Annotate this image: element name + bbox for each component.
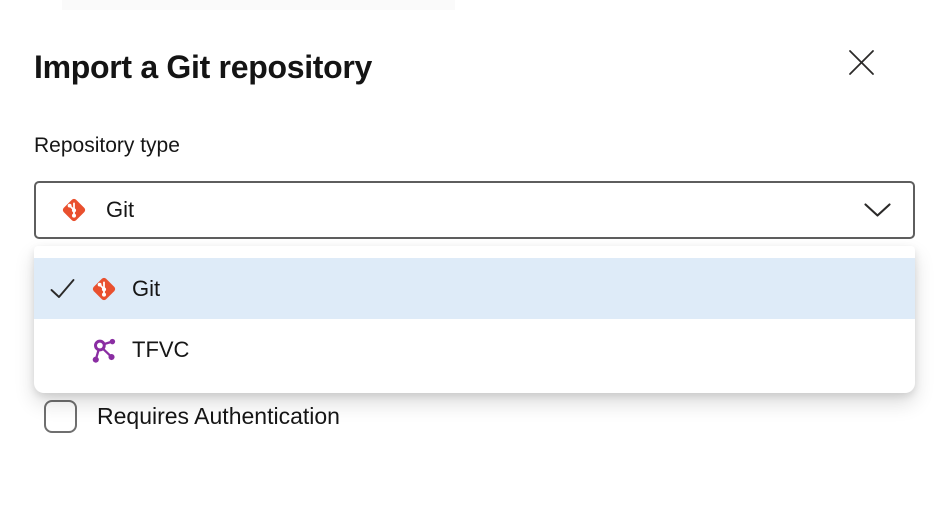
repository-type-label: Repository type <box>34 134 180 157</box>
git-icon <box>90 275 118 303</box>
option-tfvc[interactable]: TFVC <box>34 319 915 380</box>
close-button[interactable] <box>843 44 879 80</box>
requires-authentication-checkbox[interactable] <box>44 400 77 433</box>
repository-type-listbox: Git TFVC <box>34 246 915 393</box>
requires-authentication-row[interactable]: Requires Authentication <box>44 400 340 433</box>
tfvc-icon <box>90 336 118 364</box>
git-icon <box>60 196 88 224</box>
requires-authentication-label: Requires Authentication <box>97 403 340 429</box>
check-slot-empty <box>48 336 76 364</box>
option-label: TFVC <box>132 336 190 362</box>
page-title: Import a Git repository <box>34 49 373 86</box>
select-value: Git <box>106 197 135 222</box>
option-label: Git <box>132 275 161 301</box>
close-icon <box>848 49 875 76</box>
cropped-top-strip <box>62 0 455 10</box>
chevron-down-icon <box>864 202 891 218</box>
check-icon <box>48 275 76 303</box>
repository-type-select[interactable]: Git <box>34 181 915 239</box>
option-git[interactable]: Git <box>34 258 915 319</box>
